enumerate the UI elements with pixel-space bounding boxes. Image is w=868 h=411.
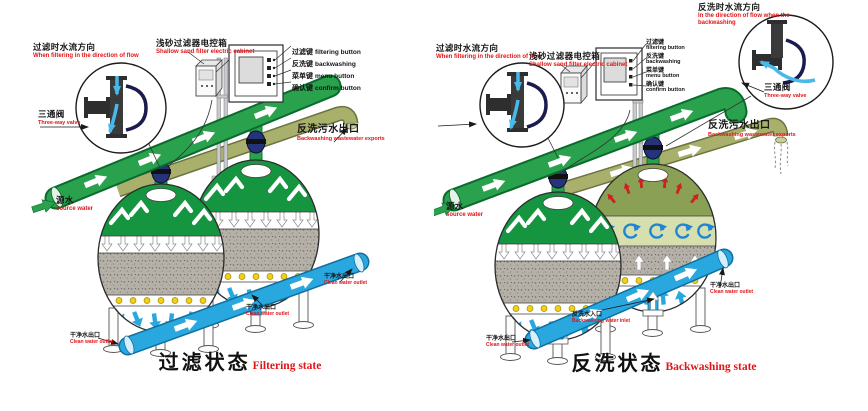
backwash-flow-arrow-icon xyxy=(759,60,816,83)
control-cable xyxy=(165,99,213,169)
clean-water-pipe xyxy=(118,252,370,356)
flow-direction-arrow-icon xyxy=(509,72,522,130)
filtering-diagram xyxy=(31,44,370,411)
flow-direction-arrow-icon xyxy=(108,76,121,134)
leader-lines xyxy=(437,82,765,344)
label-three-way-valve: 三通阀 Three-way valve xyxy=(764,82,807,99)
label-clean-outlet-left: 干净水出口 Clean water outlet xyxy=(486,336,530,348)
label-source-water: 源水 source water xyxy=(56,195,94,212)
source-water-arrow-icon xyxy=(434,202,456,217)
control-cable xyxy=(561,109,631,173)
backwash-valve-detail-circle xyxy=(665,14,834,147)
label-clean-outlet-mid: 干净水出口 Clean water outlet xyxy=(246,305,290,317)
control-panel-detail xyxy=(228,44,292,103)
three-way-valve-detail-circle xyxy=(75,62,167,169)
label-en: When filtering in the direction of flow xyxy=(33,52,139,59)
three-way-valve-detail-circle xyxy=(479,62,565,159)
label-clean-outlet-left: 干净水出口 Clean water outlet xyxy=(70,333,114,345)
panel-screen xyxy=(238,56,264,84)
panel-buttons xyxy=(629,59,633,87)
label-three-way-valve: 三通阀 Three-way valve xyxy=(38,109,81,126)
label-filter-flow-direction: 过滤时水流方向 When filtering in the direction … xyxy=(33,42,139,60)
label-backwash-inlet: 反洗水入口 Backwashing water inlet xyxy=(572,312,631,324)
source-pipe xyxy=(442,87,748,212)
label-backwash-outlet: 反洗污水出口 Backwashing wastewater exports xyxy=(297,124,385,142)
drain-pipe xyxy=(115,106,359,198)
drain-pipe xyxy=(551,117,789,200)
wastewater-stream xyxy=(773,141,789,175)
panel-filtering: 过滤时水流方向 When filtering in the direction … xyxy=(31,38,385,411)
label-backwash-flow-direction: 反洗时水流方向 In the direction of flow when th… xyxy=(698,2,790,26)
control-panel-detail xyxy=(595,43,647,101)
label-electric-cabinet: 浅砂过滤器电控箱 Shallow sand filter electric ca… xyxy=(529,51,628,68)
button-callout-lines xyxy=(632,43,647,87)
label-backwash-outlet: 反洗污水出口 Backwashing wastewater exports xyxy=(708,120,796,138)
label-electric-cabinet: 浅砂过滤器电控箱 Shallow sand filter electric ca… xyxy=(156,38,255,56)
label-source-water: 源水 source water xyxy=(446,201,484,218)
label-clean-outlet-right: 干净水出口 Clean water outlet xyxy=(324,274,368,286)
backwashing-diagram xyxy=(434,14,834,411)
label-filter-flow-direction: 过滤时水流方向 When filtering in the direction … xyxy=(436,43,542,60)
leader-lines xyxy=(40,124,353,345)
panel-screen xyxy=(603,57,627,83)
panel-backwashing: 反洗时水流方向 In the direction of flow when th… xyxy=(434,0,868,411)
source-water-arrow-icon xyxy=(31,199,57,213)
electric-cabinet xyxy=(559,61,596,105)
label-zh: 过滤时水流方向 xyxy=(33,42,96,52)
label-clean-outlet-right: 干净水出口 Clean water outlet xyxy=(710,283,754,295)
panel-buttons xyxy=(267,58,276,86)
label-zh: 浅砂过滤器电控箱 xyxy=(156,38,228,48)
diaphragm-valve xyxy=(125,84,148,132)
button-callout-lines xyxy=(274,45,292,85)
electric-cabinet xyxy=(187,51,230,98)
diaphragm-valve xyxy=(526,81,548,129)
label-en: Shallow sand filter electric cabinet xyxy=(156,48,255,55)
